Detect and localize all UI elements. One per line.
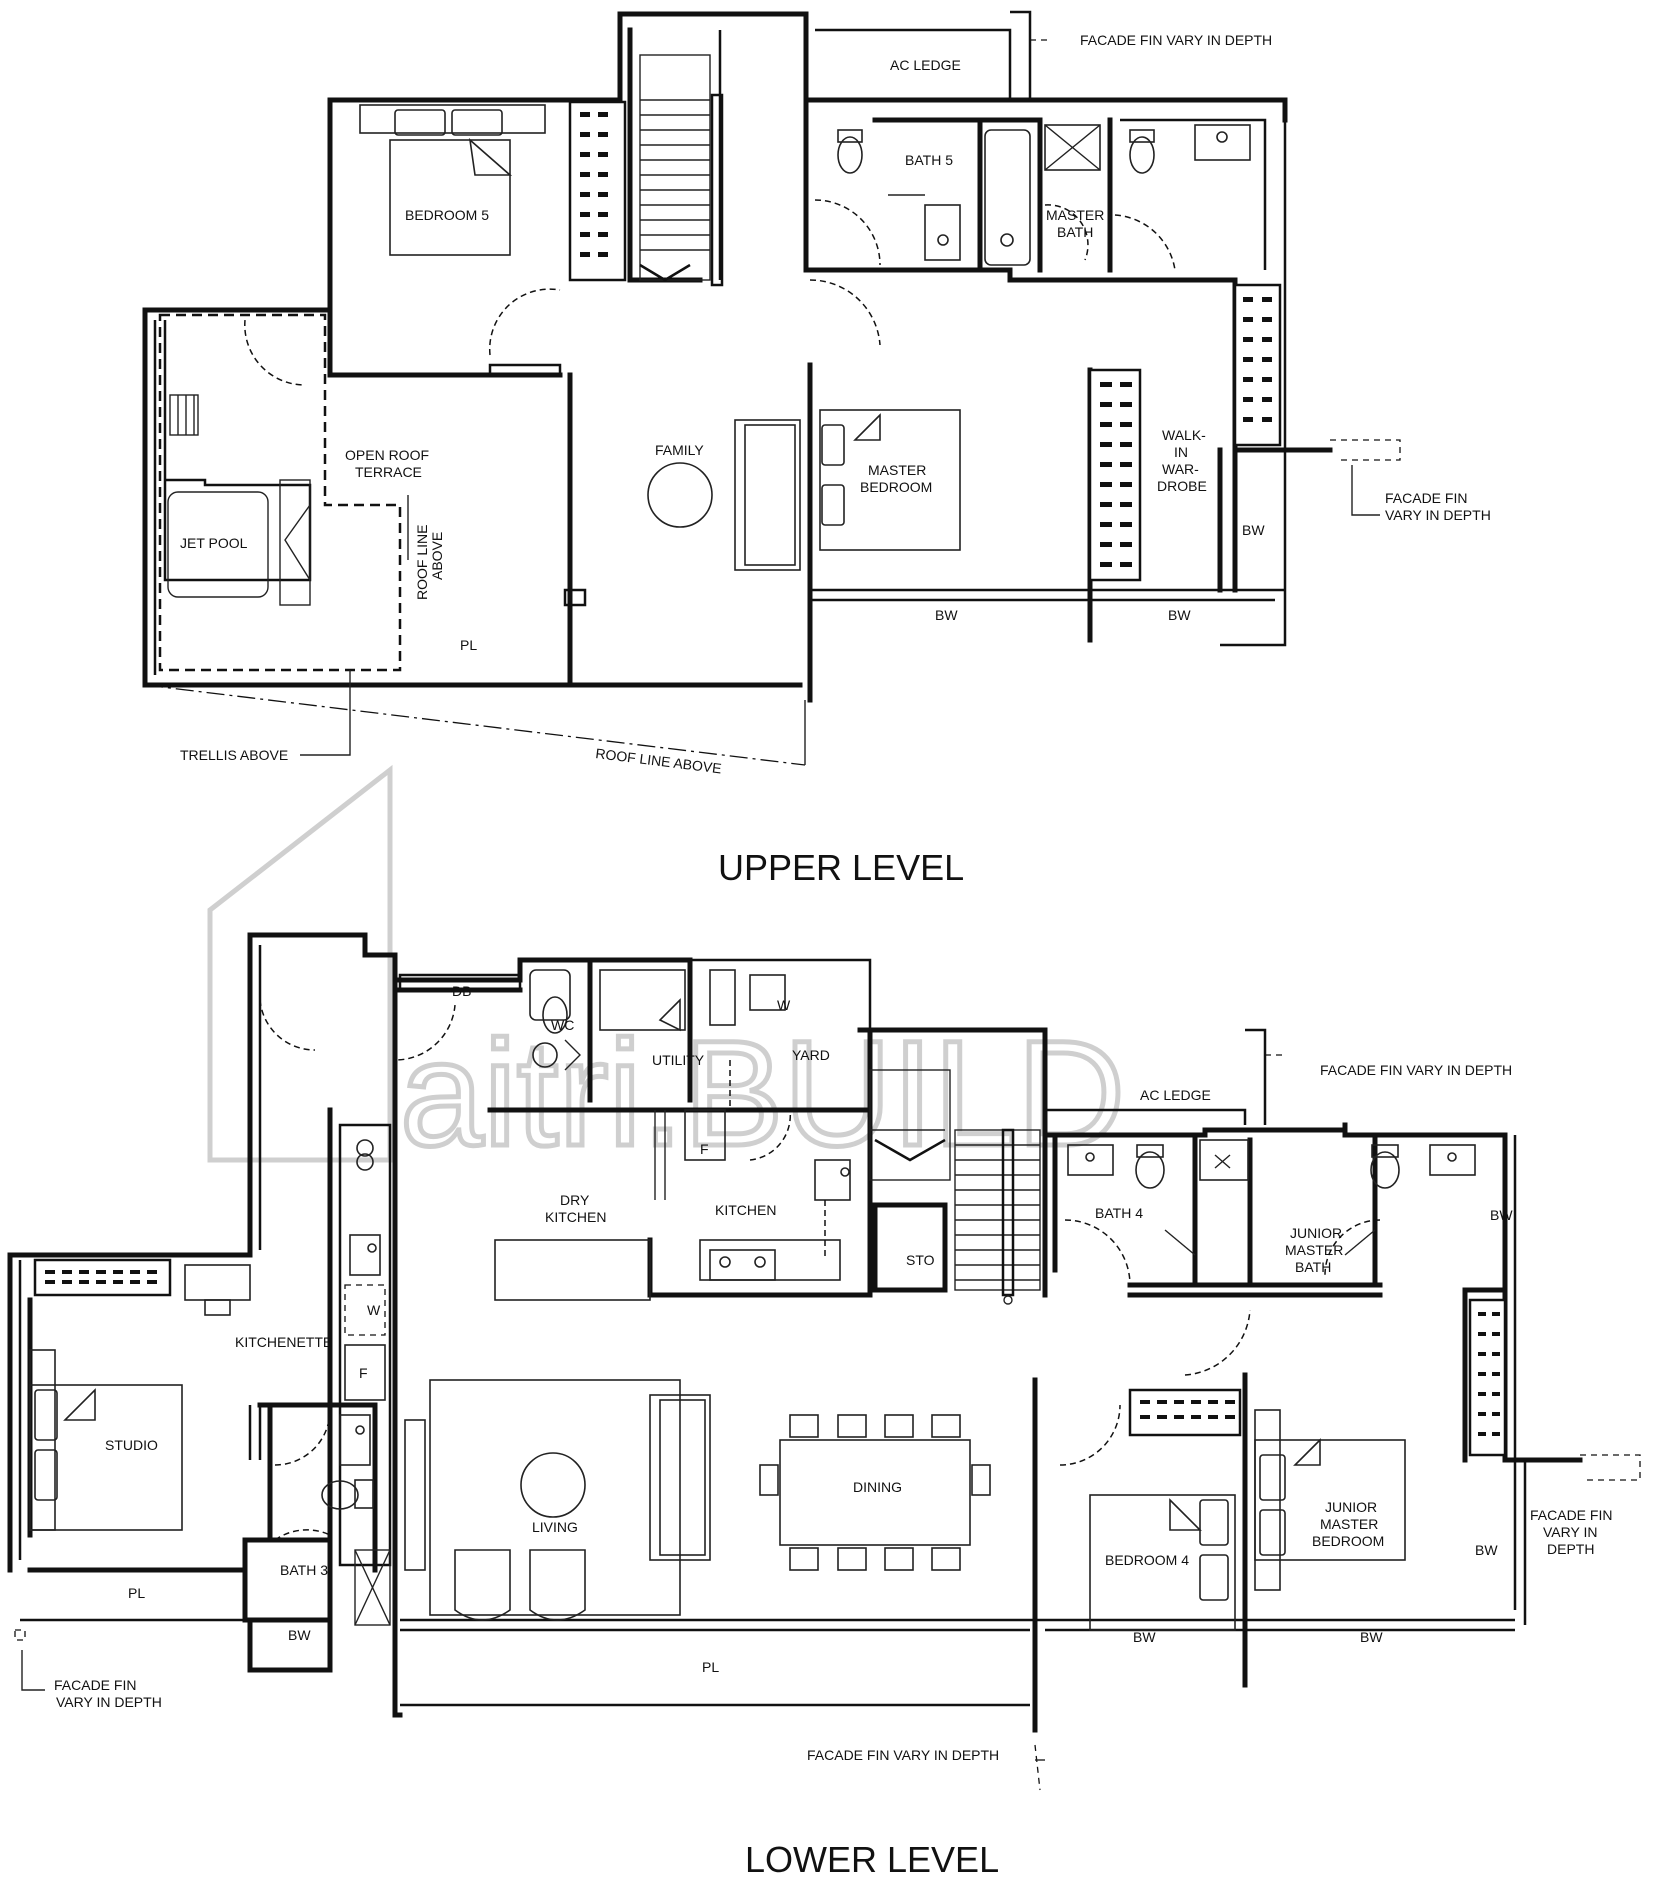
label-w-kitchenette: W xyxy=(367,1302,381,1318)
label-bw-lower-right: BW xyxy=(1475,1542,1498,1558)
label-living: LIVING xyxy=(532,1519,578,1535)
label-ac-ledge-lower: AC LEDGE xyxy=(1140,1087,1211,1103)
label-w-yard: W xyxy=(777,997,791,1013)
label-master-bath-1: MASTER xyxy=(1046,207,1104,223)
label-fridge-kitchen: F xyxy=(700,1141,709,1157)
label-wardrobe-2: IN xyxy=(1174,444,1188,460)
label-bw-bath-3: BW xyxy=(288,1627,311,1643)
watermark: aitri.BUILD xyxy=(207,764,1128,1180)
label-facade-fin-top: FACADE FIN VARY IN DEPTH xyxy=(1080,32,1272,48)
label-junior-master-bedroom-3: BEDROOM xyxy=(1312,1533,1384,1549)
label-dry-kitchen-2: KITCHEN xyxy=(545,1209,606,1225)
label-trellis-above: TRELLIS ABOVE xyxy=(180,747,288,763)
label-facade-fin-bottom: FACADE FIN VARY IN DEPTH xyxy=(807,1747,999,1763)
sofa xyxy=(649,1394,711,1561)
label-pl-upper: PL xyxy=(460,637,477,653)
title-upper-level: UPPER LEVEL xyxy=(718,847,964,888)
label-dry-kitchen-1: DRY xyxy=(560,1192,590,1208)
label-studio: STUDIO xyxy=(105,1437,158,1453)
label-bw-upper-2: BW xyxy=(1168,607,1191,623)
label-sto: STO xyxy=(906,1252,935,1268)
coffee-table xyxy=(520,1452,586,1518)
label-wardrobe-3: WAR- xyxy=(1162,461,1199,477)
structural-column xyxy=(568,100,627,282)
label-bw-bedroom-4: BW xyxy=(1133,1629,1156,1645)
label-facade-fin-top-lower: FACADE FIN VARY IN DEPTH xyxy=(1320,1062,1512,1078)
label-wc: WC xyxy=(551,1017,574,1033)
label-open-roof-1: OPEN ROOF xyxy=(345,447,429,463)
label-utility: UTILITY xyxy=(652,1052,705,1068)
label-junior-master-bath-1: JUNIOR xyxy=(1290,1225,1342,1241)
label-roof-line-above: ROOF LINE ABOVE xyxy=(595,745,723,776)
jet-pool xyxy=(167,491,269,598)
label-db: DB xyxy=(452,983,471,999)
label-yard: YARD xyxy=(792,1047,830,1063)
bed xyxy=(29,1384,183,1531)
sofa xyxy=(734,419,801,571)
label-bath-3: BATH 3 xyxy=(280,1562,328,1578)
label-facade-fin-right-lower-1: FACADE FIN xyxy=(1530,1507,1612,1523)
dining-table xyxy=(779,1439,971,1546)
label-facade-fin-left-1: FACADE FIN xyxy=(54,1677,136,1693)
label-master-bedroom-1: MASTER xyxy=(868,462,926,478)
label-junior-master-bath-2: MASTER xyxy=(1285,1242,1343,1258)
living-rug xyxy=(429,1379,681,1616)
watermark-text: aitri.BUILD xyxy=(400,1009,1125,1177)
bed xyxy=(389,139,511,256)
label-facade-fin-right-1: FACADE FIN xyxy=(1385,490,1467,506)
label-open-roof-2: TERRACE xyxy=(355,464,422,480)
bed xyxy=(819,409,961,551)
label-roof-line-vertical-2: ABOVE xyxy=(429,532,445,580)
label-family: FAMILY xyxy=(655,442,704,458)
label-wardrobe-1: WALK- xyxy=(1162,427,1206,443)
label-pl-lower-main: PL xyxy=(702,1659,719,1675)
label-roof-line-vertical-1: ROOF LINE xyxy=(414,525,430,600)
label-pl-lower-left: PL xyxy=(128,1585,145,1601)
label-kitchen: KITCHEN xyxy=(715,1202,776,1218)
round-table xyxy=(647,462,713,528)
upper-level-plan xyxy=(142,10,1401,766)
label-facade-fin-right-lower-3: DEPTH xyxy=(1547,1541,1594,1557)
lower-level-plan xyxy=(7,932,1641,1791)
label-master-bath-2: BATH xyxy=(1057,224,1093,240)
label-bw-lower-right-top: BW xyxy=(1490,1207,1513,1223)
title-lower-level: LOWER LEVEL xyxy=(745,1839,999,1880)
label-bath-4: BATH 4 xyxy=(1095,1205,1143,1221)
upper-level-labels: FACADE FIN VARY IN DEPTH AC LEDGE BEDROO… xyxy=(180,32,1491,888)
label-bw-upper-right: BW xyxy=(1242,522,1265,538)
label-facade-fin-right-2: VARY IN DEPTH xyxy=(1385,507,1491,523)
island-counter xyxy=(494,1239,651,1301)
lower-level-labels: DB WC UTILITY W YARD FACADE FIN VARY IN … xyxy=(54,983,1612,1880)
label-fridge-kitchenette: F xyxy=(359,1365,368,1381)
label-bw-upper-1: BW xyxy=(935,607,958,623)
label-jet-pool: JET POOL xyxy=(180,535,248,551)
label-kitchenette: KITCHENETTE xyxy=(235,1334,332,1350)
label-dining: DINING xyxy=(853,1479,902,1495)
label-bedroom-5: BEDROOM 5 xyxy=(405,207,489,223)
label-bath-5: BATH 5 xyxy=(905,152,953,168)
label-junior-master-bath-3: BATH xyxy=(1295,1259,1331,1275)
label-bedroom-4: BEDROOM 4 xyxy=(1105,1552,1189,1568)
label-facade-fin-left-2: VARY IN DEPTH xyxy=(56,1694,162,1710)
bed xyxy=(1089,1494,1236,1631)
label-bw-junior: BW xyxy=(1360,1629,1383,1645)
label-ac-ledge: AC LEDGE xyxy=(890,57,961,73)
label-wardrobe-4: DROBE xyxy=(1157,478,1207,494)
label-master-bedroom-2: BEDROOM xyxy=(860,479,932,495)
label-facade-fin-right-lower-2: VARY IN xyxy=(1543,1524,1597,1540)
label-junior-master-bedroom-1: JUNIOR xyxy=(1325,1499,1377,1515)
label-junior-master-bedroom-2: MASTER xyxy=(1320,1516,1378,1532)
